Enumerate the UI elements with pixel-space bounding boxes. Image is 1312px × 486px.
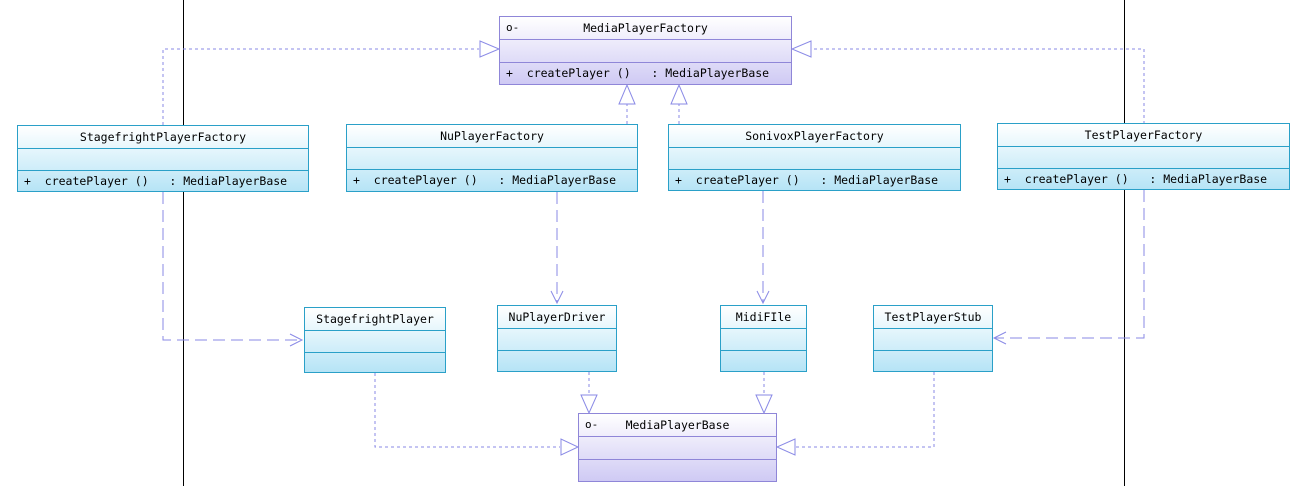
class-divider	[18, 148, 308, 149]
realization-test-player-stub	[795, 372, 935, 448]
class-test-player-factory[interactable]: TestPlayerFactory + createPlayer () : Me…	[997, 123, 1290, 190]
class-divider	[305, 352, 445, 353]
dependency-arrowhead-nuplayer	[550, 290, 564, 305]
class-divider	[500, 39, 791, 40]
class-divider	[874, 350, 992, 351]
realization-stagefright-player	[374, 373, 560, 448]
dependency-arrowhead-sonivox	[756, 290, 770, 305]
realization-arrowhead-base-right	[775, 438, 796, 456]
class-sonivox-player-factory[interactable]: SonivoxPlayerFactory + createPlayer () :…	[668, 124, 961, 191]
realization-arrowhead-right	[790, 40, 812, 58]
interface-marker: o-	[506, 21, 520, 34]
class-name: MediaPlayerBase	[625, 418, 730, 432]
realization-arrowhead-left	[479, 40, 501, 58]
realization-arrowhead-base-nuplayer	[580, 394, 598, 415]
class-name: TestPlayerFactory	[1084, 128, 1203, 142]
realization-test-factory	[811, 48, 1145, 124]
class-divider	[998, 146, 1289, 147]
class-name: SonivoxPlayerFactory	[745, 129, 884, 143]
realization-arrowhead-base-midi	[755, 394, 773, 415]
class-name: StagefrightPlayer	[316, 312, 434, 326]
class-name: NuPlayerFactory	[440, 129, 544, 143]
realization-arrowhead-base-left	[560, 438, 580, 456]
class-midi-file[interactable]: MidiFIle	[720, 305, 807, 372]
dependency-arrowhead-stagefright	[289, 333, 304, 347]
class-divider	[500, 62, 791, 63]
realization-arrowhead-nuplayer	[618, 83, 636, 105]
class-divider	[347, 169, 637, 170]
class-divider	[18, 170, 308, 171]
class-stagefright-player[interactable]: StagefrightPlayer	[304, 307, 446, 373]
class-divider	[305, 330, 445, 331]
class-media-player-factory[interactable]: o- MediaPlayerFactory + createPlayer () …	[499, 16, 792, 85]
class-divider	[498, 350, 616, 351]
class-test-player-stub[interactable]: TestPlayerStub	[873, 305, 993, 372]
class-name: TestPlayerStub	[884, 310, 982, 324]
dependency-test	[994, 190, 1145, 339]
class-stagefright-player-factory[interactable]: StagefrightPlayerFactory + createPlayer …	[17, 125, 309, 192]
class-divider	[721, 350, 806, 351]
interface-marker: o-	[585, 418, 599, 431]
class-divider	[579, 436, 776, 437]
class-operation: + createPlayer () : MediaPlayerBase	[24, 174, 288, 188]
realization-stagefright-factory	[162, 48, 479, 125]
class-name: StagefrightPlayerFactory	[79, 130, 247, 144]
class-divider	[669, 169, 960, 170]
class-operation: + createPlayer () : MediaPlayerBase	[506, 66, 770, 80]
class-divider	[874, 328, 992, 329]
class-divider	[579, 459, 776, 460]
dependency-arrowhead-test	[992, 331, 1007, 345]
class-operation: + createPlayer () : MediaPlayerBase	[675, 173, 939, 187]
class-operation: + createPlayer () : MediaPlayerBase	[1004, 172, 1268, 186]
class-media-player-base[interactable]: o- MediaPlayerBase	[578, 413, 777, 482]
class-operation: + createPlayer () : MediaPlayerBase	[353, 173, 617, 187]
class-divider	[498, 328, 616, 329]
realization-arrowhead-sonivox	[670, 83, 688, 105]
class-nuplayer-factory[interactable]: NuPlayerFactory + createPlayer () : Medi…	[346, 124, 638, 192]
class-divider	[669, 147, 960, 148]
class-divider	[998, 168, 1289, 169]
class-name: NuPlayerDriver	[508, 310, 606, 324]
class-divider	[721, 328, 806, 329]
dependency-stagefright	[162, 192, 302, 341]
class-name: MidiFIle	[735, 310, 792, 324]
class-name: MediaPlayerFactory	[583, 21, 708, 35]
class-nuplayer-driver[interactable]: NuPlayerDriver	[497, 305, 617, 372]
class-divider	[347, 147, 637, 148]
